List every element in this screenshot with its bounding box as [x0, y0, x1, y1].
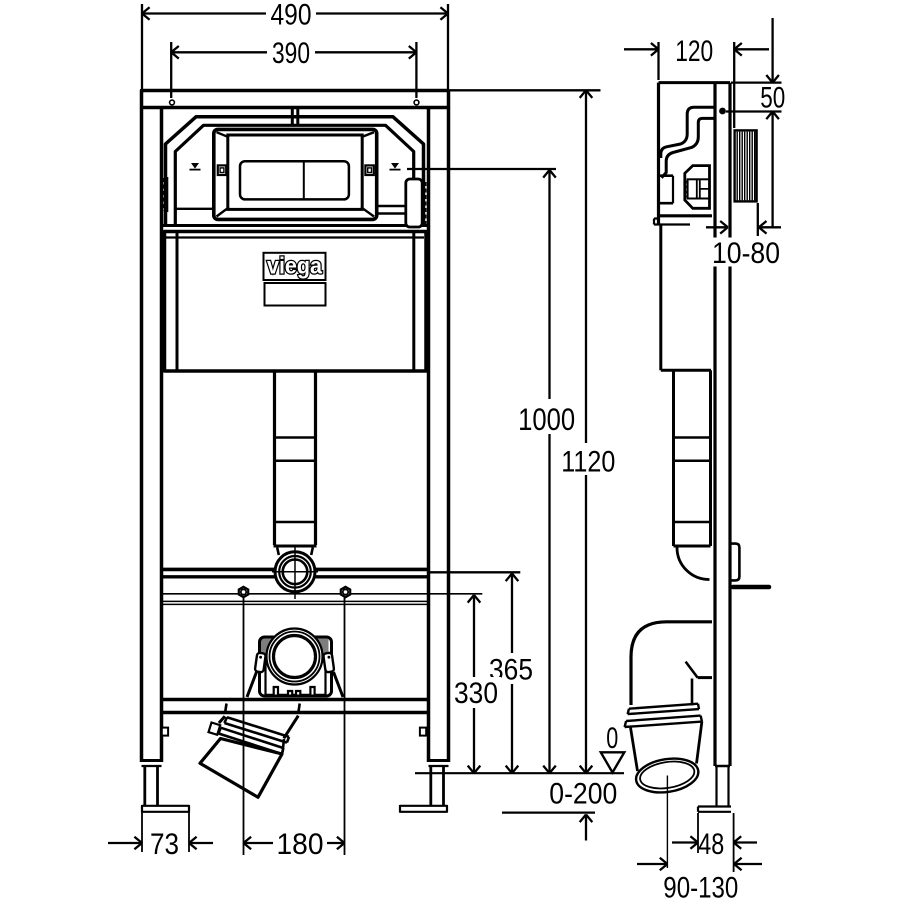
svg-text:0: 0 [606, 722, 618, 755]
svg-text:390: 390 [272, 37, 310, 70]
svg-text:330: 330 [454, 677, 498, 710]
svg-text:48: 48 [698, 828, 724, 861]
svg-text:10-80: 10-80 [712, 237, 780, 270]
svg-text:120: 120 [675, 35, 713, 68]
svg-text:90-130: 90-130 [663, 872, 738, 900]
svg-text:490: 490 [271, 0, 312, 31]
svg-text:180: 180 [277, 828, 324, 861]
svg-text:1000: 1000 [518, 401, 575, 437]
svg-text:50: 50 [760, 81, 785, 114]
svg-text:0-200: 0-200 [549, 778, 617, 811]
svg-text:viega: viega [267, 253, 322, 279]
svg-text:1120: 1120 [561, 446, 615, 479]
svg-text:73: 73 [150, 828, 179, 861]
